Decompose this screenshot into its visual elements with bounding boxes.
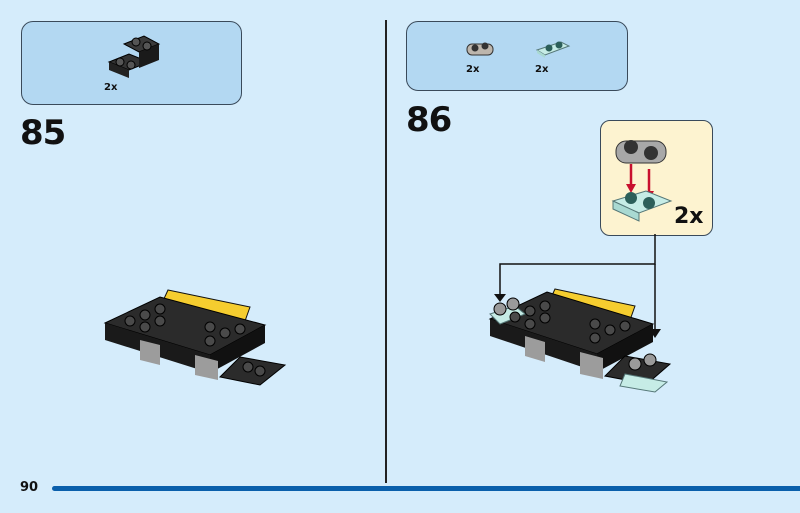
page-number: 90 xyxy=(20,480,39,495)
grey-round-plate-part-icon xyxy=(466,42,494,56)
trans-blue-plate-part-icon xyxy=(535,41,571,58)
black-bracket-part-icon xyxy=(107,35,161,78)
step-number-86: 86 xyxy=(406,100,452,140)
part-quantity: 2x xyxy=(466,64,480,75)
callout-quantity: 2x xyxy=(674,204,704,229)
parts-box-step-85: 2x xyxy=(21,21,242,105)
page-footer-bar xyxy=(52,486,800,491)
step-divider xyxy=(385,20,387,483)
part-quantity: 2x xyxy=(104,82,118,93)
part-quantity: 2x xyxy=(535,64,549,75)
sub-assembly-illustration xyxy=(611,140,673,222)
step-86-model-illustration xyxy=(488,234,672,393)
step-85-model-illustration xyxy=(103,289,287,386)
sub-assembly-callout: 2x xyxy=(600,120,713,236)
parts-box-step-86: 2x 2x xyxy=(406,21,628,91)
step-number-85: 85 xyxy=(20,113,66,153)
